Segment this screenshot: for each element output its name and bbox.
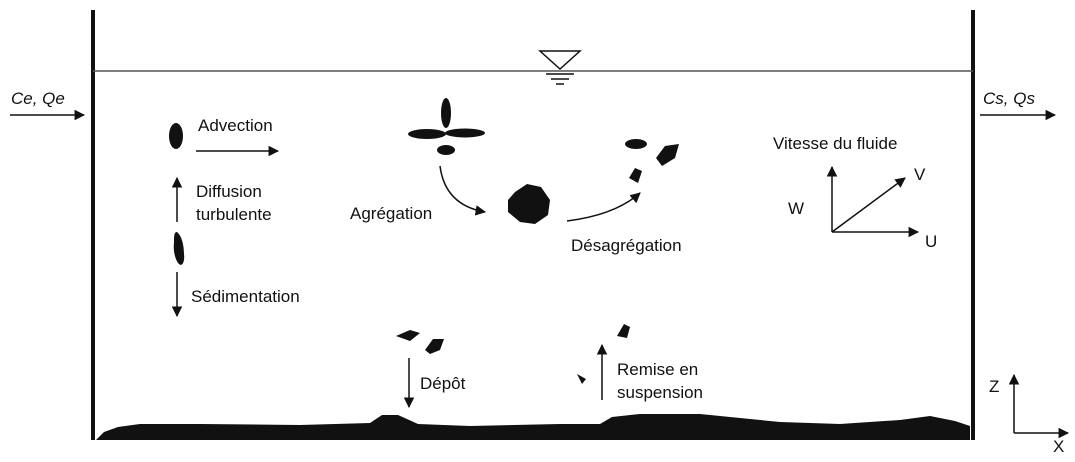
diffusion-label-line1: Diffusion <box>196 182 262 201</box>
disaggregation-label: Désagrégation <box>571 236 682 255</box>
fragment-icon-1 <box>625 139 647 149</box>
resuspension-label-line1: Remise en <box>617 360 699 379</box>
velocity-v-arrow-icon <box>831 177 906 233</box>
resuspension-label-line2: suspension <box>617 383 704 402</box>
resuspension-particle-icon-2 <box>577 374 586 384</box>
fluid-velocity-label: Vitesse du fluide <box>773 134 898 153</box>
deposit-particle-icon-2 <box>425 339 444 354</box>
velocity-u-label: U <box>925 232 938 251</box>
sediment-bed-icon <box>96 414 970 440</box>
disaggregation-arrow-icon <box>566 192 641 222</box>
propeller-icon <box>408 98 485 155</box>
aggregation-arrow-icon <box>439 165 487 216</box>
velocity-v-label: V <box>914 165 926 184</box>
axis-z-label: Z <box>989 377 1000 396</box>
sedimentation-particle-icon <box>173 232 185 265</box>
outflow-label: Cs, Qs <box>983 89 1035 108</box>
diffusion-label-line2: turbulente <box>196 205 272 224</box>
water-surface-icon <box>538 50 582 85</box>
fragment-icon-3 <box>629 168 642 183</box>
sedimentation-label: Sédimentation <box>191 287 300 306</box>
fragment-icon-2 <box>656 144 679 166</box>
aggregation-label: Agrégation <box>350 204 433 223</box>
floc-icon <box>508 184 550 224</box>
deposition-label: Dépôt <box>420 374 466 393</box>
inflow-label: Ce, Qe <box>11 89 65 108</box>
advection-label: Advection <box>198 116 273 135</box>
resuspension-particle-icon-1 <box>617 324 630 338</box>
advection-particle-icon <box>169 123 183 149</box>
deposit-particle-icon-1 <box>396 330 420 341</box>
axis-x-label: X <box>1053 437 1065 456</box>
velocity-w-label: W <box>788 199 805 218</box>
